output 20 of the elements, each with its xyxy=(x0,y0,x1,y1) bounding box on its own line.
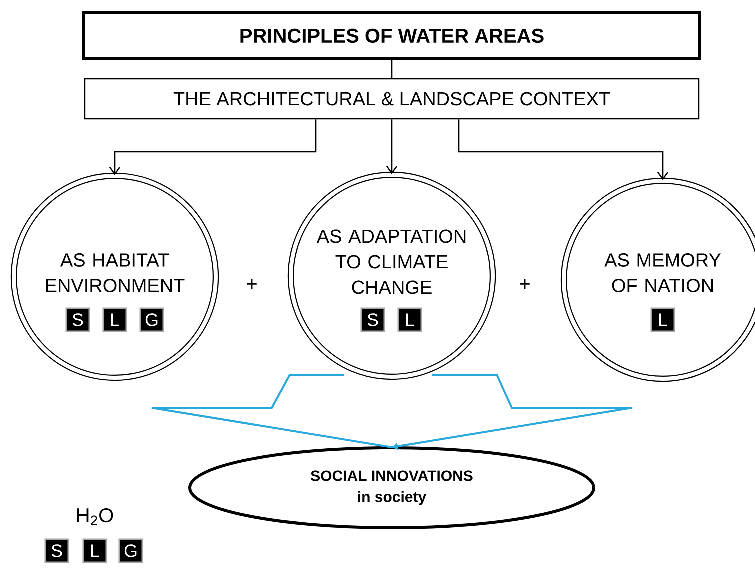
funnel-arrow xyxy=(151,374,633,450)
letter-badge: L xyxy=(102,308,128,332)
ellipse-node: SOCIAL INNOVATIONS in society xyxy=(188,446,596,530)
letter-badge: L xyxy=(82,538,108,564)
arrow xyxy=(109,120,317,176)
arrow xyxy=(386,120,398,174)
arrow xyxy=(458,120,669,180)
context-box: THE ARCHITECTURAL & LANDSCAPE CONTEXT xyxy=(84,78,700,120)
letter-badge: S xyxy=(66,308,90,332)
plus-sign: + xyxy=(247,279,257,290)
letter-badge: S xyxy=(360,308,386,332)
letter-badge: G xyxy=(118,538,144,564)
letter-badge: L xyxy=(398,308,422,332)
letter-badge: L xyxy=(650,308,676,332)
title-box: PRINCIPLES OF WATER AREAS xyxy=(82,12,702,60)
letter-badge: G xyxy=(140,308,164,332)
formula-label: H$_{2}$O xyxy=(78,508,114,526)
plus-sign: + xyxy=(520,279,530,290)
connector-line xyxy=(391,60,393,78)
letter-badge: S xyxy=(44,538,70,564)
